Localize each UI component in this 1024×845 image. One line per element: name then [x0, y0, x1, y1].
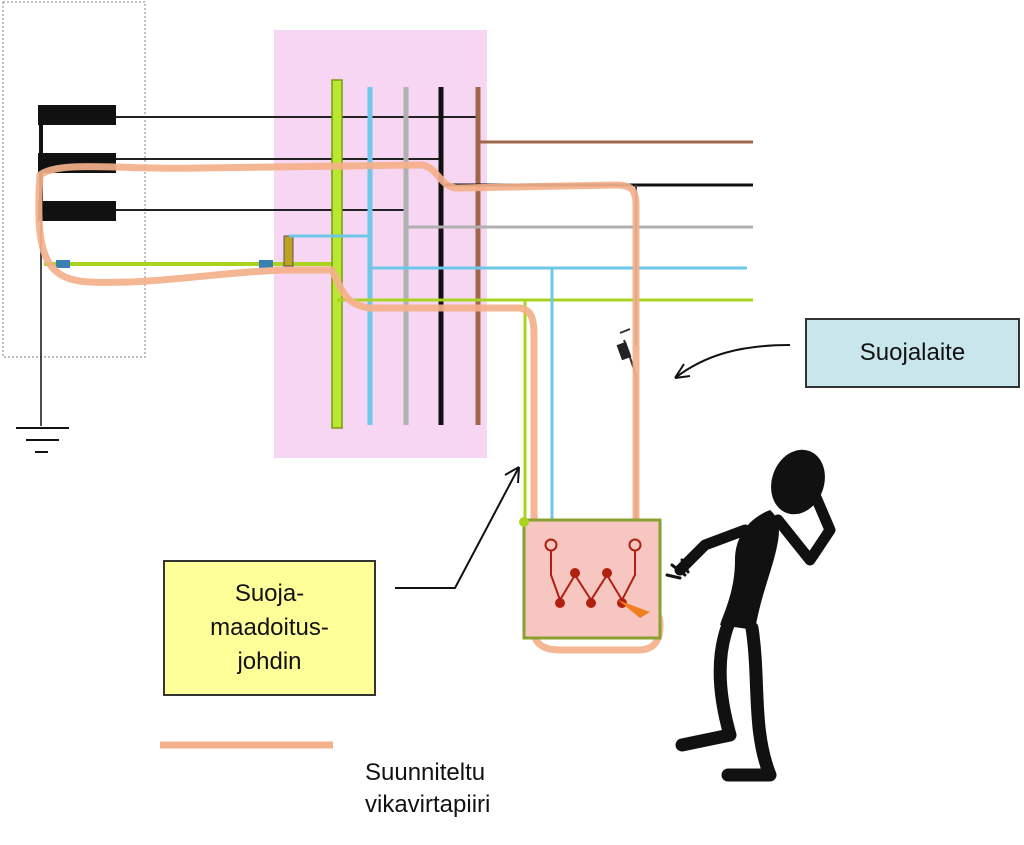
- earth-conductor-label: Suoja- maadoitus- johdin: [163, 560, 376, 696]
- earth-conductor-line-2: maadoitus-: [210, 614, 329, 641]
- heater-device: [519, 517, 662, 640]
- earth-conductor-line-3: johdin: [237, 648, 302, 675]
- fault-current-path: [35, 161, 664, 654]
- protective-device-label: Suojalaite: [805, 318, 1020, 388]
- source-terminal-3: [38, 201, 116, 221]
- pen-connector-1: [56, 260, 70, 268]
- heating-element-icon: [544, 538, 642, 603]
- ground-symbol-icon: [16, 427, 69, 453]
- distribution-cabinet: [274, 30, 487, 458]
- source-dotted-box: [2, 1, 146, 358]
- legend-line-1: Suunniteltu: [365, 759, 486, 786]
- person-holding-head-icon: [665, 449, 836, 782]
- pen-connector-2: [259, 260, 273, 268]
- arrow-suojamaadoitus: [395, 466, 520, 589]
- fault-spark: [618, 600, 650, 618]
- legend-label: Suunniteltu vikavirtapiiri: [365, 757, 490, 821]
- legend-line-2: vikavirtapiiri: [365, 791, 491, 818]
- arrow-suojalaite: [674, 344, 791, 379]
- pen-terminal: [283, 235, 294, 267]
- protective-device-text: Suojalaite: [859, 339, 966, 366]
- busbar-pe: [331, 79, 343, 429]
- source-terminal-1: [38, 105, 116, 125]
- earth-conductor-line-1: Suoja-: [234, 580, 305, 607]
